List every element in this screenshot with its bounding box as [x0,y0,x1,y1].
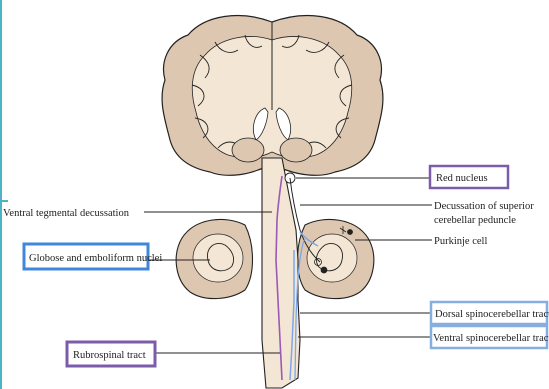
decussation-superior-label-1: Decussation of superior [434,201,534,212]
cerebellum-left-white [193,234,243,282]
ventral-spino-label: Ventral spinocerebellar tract [433,333,549,344]
dorsal-spino-label: Dorsal spinocerebellar tract [435,309,549,320]
cerebellum-right-white [307,234,357,282]
thalamus-left [232,138,264,162]
thalamus-right [280,138,312,162]
ventral-tegmental-label: Ventral tegmental decussation [3,208,130,219]
purkinje-label: Purkinje cell [434,236,487,247]
red-nucleus-label: Red nucleus [436,173,488,184]
rubrospinal-label: Rubrospinal tract [73,350,146,361]
decussation-superior-label-2: cerebellar peduncle [434,215,516,226]
globose-label: Globose and emboliform nuclei [29,253,162,264]
